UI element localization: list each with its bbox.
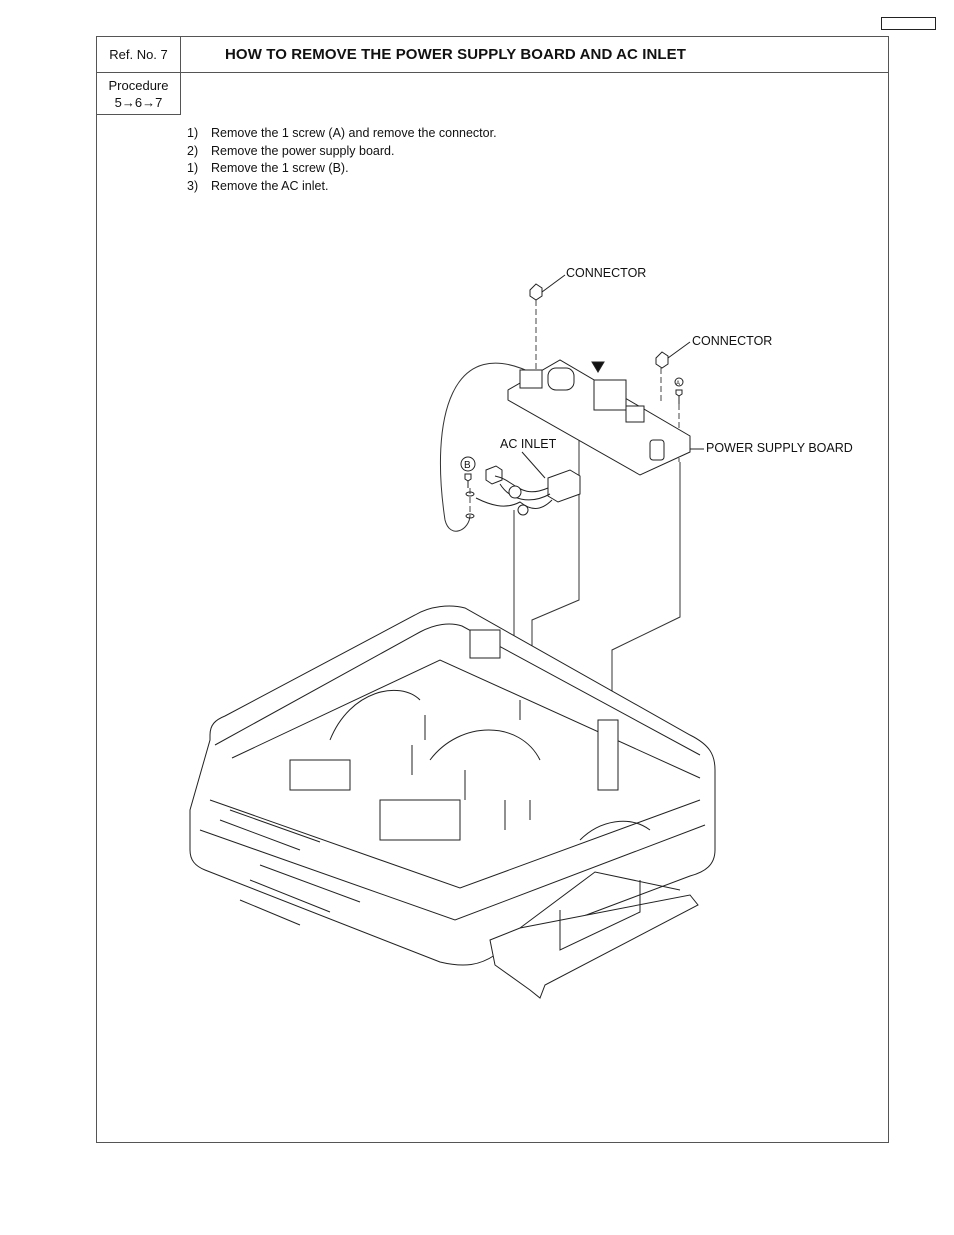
header-row: Ref. No. 7 HOW TO REMOVE THE POWER SUPPL… bbox=[97, 37, 888, 73]
procedure-label: Procedure bbox=[108, 78, 169, 93]
page-title: HOW TO REMOVE THE POWER SUPPLY BOARD AND… bbox=[225, 46, 687, 63]
procedure-frame: Ref. No. 7 HOW TO REMOVE THE POWER SUPPL… bbox=[96, 36, 889, 1143]
screw-b-label: B bbox=[464, 460, 471, 471]
connector-top-icon bbox=[529, 274, 566, 301]
connector-right-icon bbox=[655, 341, 691, 369]
step-text: Remove the 1 screw (A) and remove the co… bbox=[211, 126, 497, 140]
step-text: Remove the AC inlet. bbox=[211, 178, 329, 193]
step-text: Remove the 1 screw (B). bbox=[211, 161, 349, 175]
screw-a-icon bbox=[674, 377, 684, 404]
connector-right-label: CONNECTOR bbox=[692, 334, 772, 348]
step-item: 1) Remove the 1 screw (B). bbox=[187, 160, 497, 178]
screw-b-icon bbox=[460, 456, 476, 519]
step-number: 1) bbox=[187, 126, 199, 140]
procedure-cell: Procedure 5→6→7 bbox=[97, 73, 181, 115]
power-supply-board-illustration bbox=[507, 359, 704, 476]
ref-number: Ref. No. 7 bbox=[97, 37, 181, 72]
screw-a-label: A bbox=[676, 381, 680, 387]
step-list: 1) Remove the 1 screw (A) and remove the… bbox=[187, 125, 497, 195]
step-item: 1) Remove the 1 screw (A) and remove the… bbox=[187, 125, 497, 143]
base-chassis-illustration bbox=[189, 605, 716, 999]
step-number: 3) bbox=[187, 178, 199, 193]
ac-inlet-label: AC INLET bbox=[500, 437, 557, 451]
page-number-box bbox=[881, 17, 936, 30]
power-supply-board-label: POWER SUPPLY BOARD bbox=[706, 441, 853, 455]
step-number: 1) bbox=[187, 161, 199, 175]
step-item: 2) Remove the power supply board. bbox=[187, 143, 497, 161]
step-item: 3) Remove the AC inlet. bbox=[187, 178, 497, 196]
step-text: Remove the power supply board. bbox=[211, 143, 395, 158]
ac-inlet-illustration bbox=[475, 451, 581, 516]
step-number: 2) bbox=[187, 143, 199, 158]
connector-top-label: CONNECTOR bbox=[566, 266, 646, 280]
procedure-sequence: 5→6→7 bbox=[114, 95, 163, 110]
